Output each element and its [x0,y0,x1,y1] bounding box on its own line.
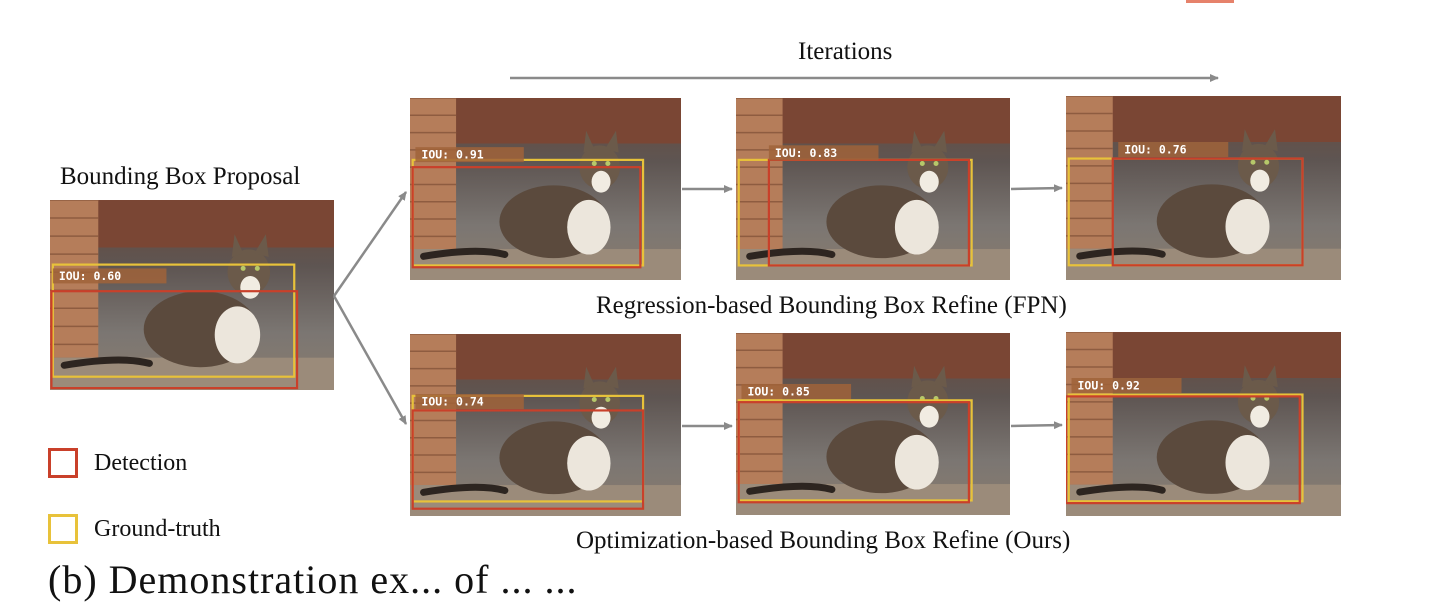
ground-truth-legend-swatch [48,514,78,544]
fpn-step-arrow-2 [1010,184,1063,193]
iou-tag: IOU: 0.74 [415,394,524,410]
ours-panel-3: IOU: 0.92 [1066,332,1341,516]
cat-photo: IOU: 0.91 [410,98,681,280]
svg-text:IOU: 0.83: IOU: 0.83 [775,146,837,160]
iou-tag: IOU: 0.85 [741,383,852,399]
detection-legend-swatch [48,448,78,478]
branch-arrow-down [332,295,408,425]
iou-tag: IOU: 0.76 [1118,142,1229,157]
branch-arrow-up [332,191,408,297]
cat-photo: IOU: 0.76 [1066,96,1341,280]
detection-box [737,401,971,504]
iou-tag: IOU: 0.92 [1071,378,1182,393]
corner-mark [1186,0,1234,3]
iou-tag: IOU: 0.83 [768,145,879,161]
detection-box [411,409,645,510]
cat-photo: IOU: 0.74 [410,334,681,516]
flow-arrows [332,74,1219,430]
ours-panel-1: IOU: 0.74 [410,334,681,516]
svg-text:IOU: 0.85: IOU: 0.85 [747,384,809,398]
proposal-panel: IOU: 0.60 [50,200,334,390]
svg-text:IOU: 0.60: IOU: 0.60 [59,269,121,283]
cat-photo: IOU: 0.60 [50,200,334,390]
ground-truth-legend-label: Ground-truth [94,516,221,542]
ground-truth-box [1067,393,1304,503]
svg-text:IOU: 0.91: IOU: 0.91 [421,148,483,162]
ours-caption: Optimization-based Bounding Box Refine (… [576,527,1071,554]
cat-photo: IOU: 0.85 [736,333,1010,515]
detection-box [1066,395,1301,505]
ours-panel-2: IOU: 0.85 [736,333,1010,515]
ground-truth-box [51,263,296,378]
svg-text:IOU: 0.92: IOU: 0.92 [1078,379,1140,393]
iou-tag: IOU: 0.60 [52,268,167,284]
figure-caption: (b) Demonstration ex... of ... ... [48,557,578,602]
detection-legend-label: Detection [94,450,188,476]
fpn-panel-3: IOU: 0.76 [1066,96,1341,280]
detection-box [1111,157,1304,267]
cat-photo: IOU: 0.83 [736,98,1010,280]
iterations-label: Iterations [798,38,893,65]
detection-box [50,290,299,390]
svg-text:IOU: 0.74: IOU: 0.74 [421,395,483,409]
fpn-caption: Regression-based Bounding Box Refine (FP… [596,292,1067,319]
cat-photo: IOU: 0.92 [1066,332,1341,516]
svg-text:IOU: 0.76: IOU: 0.76 [1124,143,1186,157]
detection-box [411,166,642,269]
ours-step-arrow-2 [1010,421,1063,430]
fpn-panel-2: IOU: 0.83 [736,98,1010,280]
fpn-panel-1: IOU: 0.91 [410,98,681,280]
proposal-title: Bounding Box Proposal [60,163,301,190]
iou-tag: IOU: 0.91 [415,147,524,163]
